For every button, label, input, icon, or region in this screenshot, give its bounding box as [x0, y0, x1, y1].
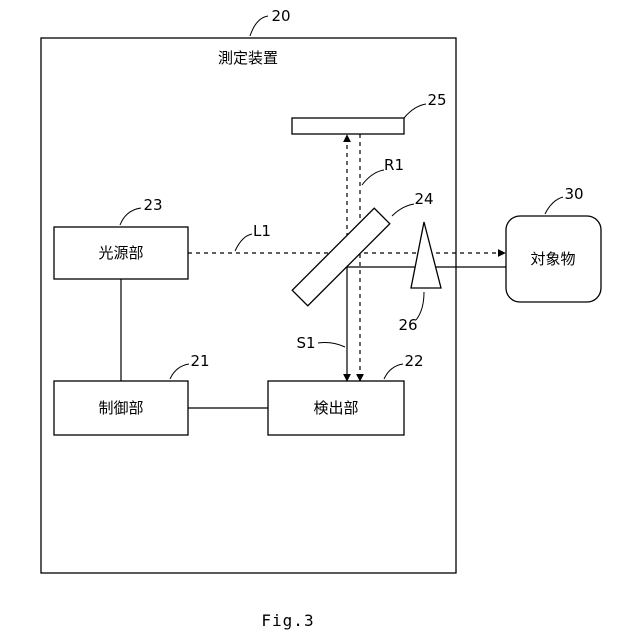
- light-source-ref-number: 23: [143, 196, 162, 214]
- light-source-ref-leader: [120, 208, 141, 225]
- wedge-prism-ref-number: 26: [398, 316, 417, 334]
- figure-caption: Fig.3: [261, 611, 314, 630]
- control-label: 制御部: [98, 399, 143, 417]
- beam-s1-label: S1: [296, 334, 315, 352]
- target-object-ref-number: 30: [564, 185, 583, 203]
- beam-r1-label: R1: [384, 156, 404, 174]
- target-object-ref-leader: [545, 197, 563, 214]
- detector-ref-number: 22: [404, 352, 423, 370]
- beam-l1-label: L1: [253, 222, 271, 240]
- reference-mirror: [292, 118, 404, 134]
- reference-mirror-ref-number: 25: [427, 91, 446, 109]
- light-source-label: 光源部: [98, 244, 143, 262]
- device-ref-number: 20: [271, 7, 290, 25]
- beam-splitter-ref-leader: [392, 204, 414, 216]
- target-object-label: 対象物: [530, 250, 575, 268]
- beam-splitter: [292, 208, 390, 306]
- wedge-prism: [411, 222, 441, 288]
- detector-ref-leader: [384, 364, 403, 379]
- beam-s1-leader: [318, 343, 345, 348]
- control-ref-number: 21: [190, 352, 209, 370]
- device-title: 測定装置: [218, 49, 278, 67]
- beam-splitter-ref-number: 24: [414, 190, 433, 208]
- control-ref-leader: [170, 364, 189, 379]
- detector-label: 検出部: [313, 399, 358, 417]
- device-ref-leader: [250, 16, 268, 36]
- beam-r1-leader: [362, 170, 384, 185]
- reference-mirror-ref-leader: [404, 104, 426, 118]
- beam-l1-leader: [235, 234, 252, 251]
